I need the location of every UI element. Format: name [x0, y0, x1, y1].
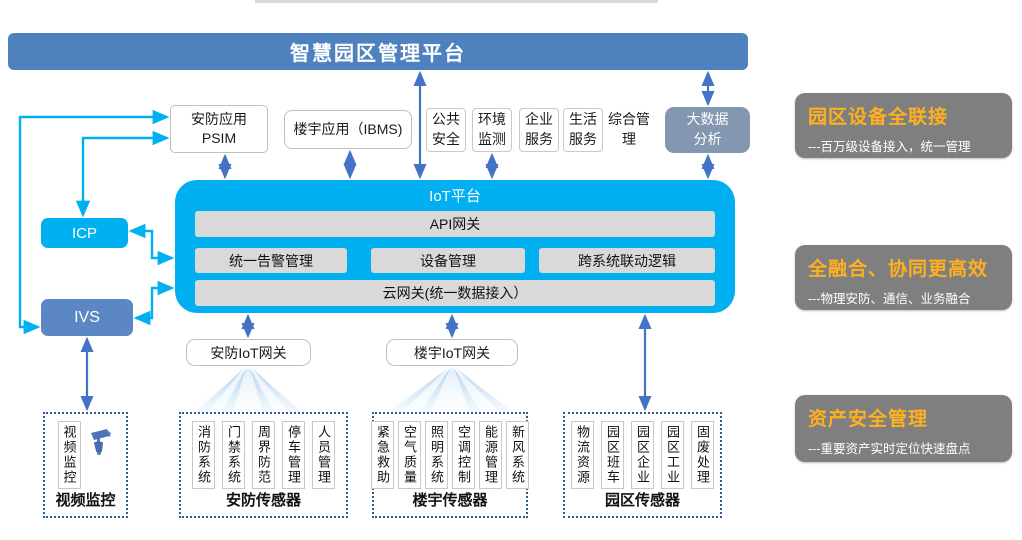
- platform-banner: 智慧园区管理平台: [8, 33, 748, 70]
- highlight-panel-full-convergence: 全融合、协同更高效 ---物理安防、通信、业务融合: [795, 245, 1012, 310]
- psim-line1: 安防应用: [191, 111, 247, 128]
- security-gateway-fan: [190, 368, 306, 412]
- building-sensors-group: 紧急救助 空气质量 照明系统 空调控制 能源管理 新风系统 楼宇传感器: [371, 412, 529, 518]
- sensor-column-air-quality: 空气质量: [398, 421, 421, 489]
- sensor-column-park-industry: 园区工业: [661, 421, 684, 489]
- cloud-gateway-bar: 云网关(统一数据接入）: [195, 280, 715, 306]
- highlight-title: 资产安全管理: [808, 409, 929, 430]
- video-surveillance-group: 视频监控 视频监控: [43, 412, 128, 518]
- highlight-panel-device-connection: 园区设备全联接 ---百万级设备接入，统一管理: [795, 93, 1012, 158]
- iot-platform-title: IoT平台: [429, 188, 481, 205]
- security-app-psim-box: 安防应用 PSIM: [170, 105, 268, 153]
- big-data-analysis-box: 大数据 分析: [665, 107, 750, 153]
- sensor-column-lighting-system: 照明系统: [425, 421, 448, 489]
- sensor-column-park-enterprise: 园区企业: [631, 421, 654, 489]
- highlight-desc: ---百万级设备接入，统一管理: [808, 140, 971, 154]
- sensor-column-logistics-resources: 物流资源: [571, 421, 594, 489]
- highlight-desc: ---物理安防、通信、业务融合: [808, 292, 971, 306]
- highlight-title: 园区设备全联接: [808, 107, 949, 128]
- building-iot-gateway-box: 楼宇IoT网关: [386, 339, 518, 366]
- api-gateway-bar: API网关: [195, 211, 715, 237]
- group-label-video-surveillance: 视频监控: [55, 492, 116, 509]
- sensor-column-fire-system: 消防系统: [192, 421, 215, 489]
- security-sensors-group: 消防系统 门禁系统 周界防范 停车管理 人员管理 安防传感器: [179, 412, 348, 518]
- service-box-enterprise-services: 企业服务: [519, 108, 559, 152]
- bigdata-line1: 大数据: [686, 111, 729, 128]
- sensor-column-access-control: 门禁系统: [222, 421, 245, 489]
- ibms-label: 楼宇应用（IBMS): [293, 121, 403, 138]
- cross-system-linkage-module: 跨系统联动逻辑: [539, 248, 715, 273]
- group-label-security-sensors: 安防传感器: [225, 492, 301, 509]
- service-box-living-services: 生活服务: [563, 108, 603, 152]
- highlight-panel-asset-security: 资产安全管理 ---重要资产实时定位快速盘点: [795, 395, 1012, 462]
- unified-alarm-module: 统一告警管理: [195, 248, 347, 273]
- sensor-column-parking-management: 停车管理: [282, 421, 305, 489]
- service-box-environment-monitoring: 环境监测: [472, 108, 512, 152]
- sensor-column-fresh-air-system: 新风系统: [506, 421, 529, 489]
- highlight-desc: ---重要资产实时定位快速盘点: [808, 442, 971, 456]
- group-label-building-sensors: 楼宇传感器: [412, 492, 488, 509]
- sensor-column-hvac-control: 空调控制: [452, 421, 475, 489]
- sensor-column-perimeter-protection: 周界防范: [252, 421, 275, 489]
- park-sensors-group: 物流资源 园区班车 园区企业 园区工业 固废处理 园区传感器: [563, 412, 722, 518]
- building-app-ibms-box: 楼宇应用（IBMS): [284, 110, 412, 149]
- psim-line2: PSIM: [201, 130, 237, 146]
- group-label-park-sensors: 园区传感器: [604, 492, 680, 509]
- service-box-public-safety: 公共安全: [426, 108, 466, 152]
- sensor-column-energy-management: 能源管理: [479, 421, 502, 489]
- camera-icon: [88, 427, 114, 457]
- ivs-box: IVS: [41, 299, 133, 336]
- security-iot-gateway-box: 安防IoT网关: [186, 339, 311, 366]
- icp-box: ICP: [41, 218, 128, 248]
- sensor-column-personnel-management: 人员管理: [312, 421, 335, 489]
- device-management-module: 设备管理: [371, 248, 525, 273]
- top-edge-strip: [255, 0, 658, 3]
- sensor-column-park-shuttle: 园区班车: [601, 421, 624, 489]
- service-box-comprehensive-management: 综合管理: [606, 108, 652, 152]
- bigdata-line2: 分析: [693, 131, 722, 147]
- iot-platform-container: IoT平台 API网关 统一告警管理 设备管理 跨系统联动逻辑 云网关(统一数据…: [175, 180, 735, 313]
- highlight-title: 全融合、协同更高效: [808, 259, 989, 280]
- sensor-column-emergency-rescue: 紧急救助: [371, 421, 394, 489]
- building-gateway-fan: [384, 368, 516, 412]
- sensor-column-solid-waste: 固废处理: [691, 421, 714, 489]
- video-surveillance-column: 视频监控: [57, 421, 81, 489]
